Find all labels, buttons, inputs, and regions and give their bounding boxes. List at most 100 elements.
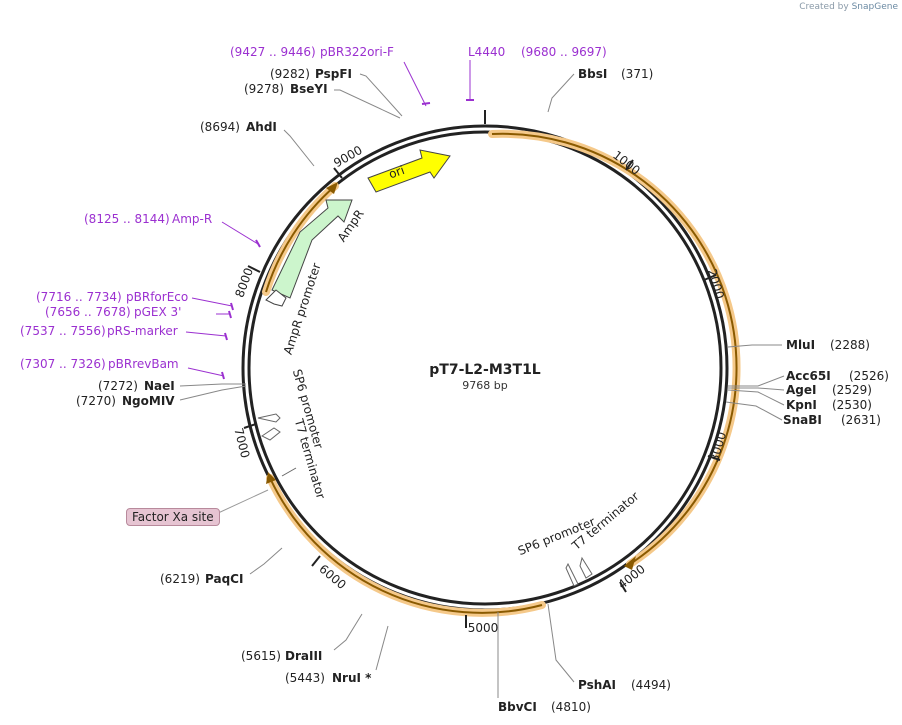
tick-mark-8000 bbox=[247, 265, 261, 273]
tick-mark-6000 bbox=[311, 555, 321, 567]
primer-name-pbrforeco: pBRforEco bbox=[126, 290, 188, 304]
ori-feature bbox=[367, 149, 451, 193]
tick-label-9000: 9000 bbox=[331, 143, 364, 170]
site-pos-acc65i: (2526) bbox=[849, 369, 889, 383]
primer-leader-pbrrevbam bbox=[187, 367, 225, 377]
snapgene-credit: Created by SnapGene bbox=[799, 2, 898, 12]
site-pos-snabi: (2631) bbox=[841, 413, 881, 427]
primer-range-pgex3: (7656 .. 7678) bbox=[45, 305, 131, 319]
site-name-mlui: MluI bbox=[786, 338, 815, 352]
orf-bottom-line bbox=[269, 477, 543, 614]
orf-right-arrowhead bbox=[624, 556, 636, 570]
t7-right-arrow bbox=[579, 556, 593, 579]
site-pos-pspfi: (9282) bbox=[270, 67, 310, 81]
site-leader-ngomiv bbox=[179, 385, 247, 401]
primer-range-pbr322ori: (9427 .. 9446) bbox=[230, 45, 316, 59]
t7-left-terminator-mark bbox=[281, 467, 297, 477]
primer-leader-pbrforeco bbox=[191, 297, 233, 307]
ori-label: ori bbox=[387, 163, 406, 181]
restriction-sites: BbsI (371) MluI (2288) Acc65I (2526) Age… bbox=[76, 67, 889, 714]
site-name-ngomiv: NgoMIV bbox=[122, 394, 175, 408]
orf-right-line bbox=[491, 132, 738, 565]
site-name-naei: NaeI bbox=[144, 379, 175, 393]
factor-xa-leader bbox=[215, 489, 269, 515]
site-leader-draiii bbox=[333, 613, 363, 651]
site-leader-kpni bbox=[727, 389, 785, 406]
primer-range-l4440: (9680 .. 9697) bbox=[521, 45, 607, 59]
snapgene-logo: SnapGene bbox=[851, 2, 898, 12]
primer-sites: (9427 .. 9446) pBR322ori-F L4440 (9680 .… bbox=[20, 45, 607, 380]
site-leader-snabi bbox=[725, 401, 783, 421]
site-pos-paqci: (6219) bbox=[160, 572, 200, 586]
credit-prefix: Created by bbox=[799, 2, 849, 12]
ampr-promoter-arrow bbox=[265, 289, 287, 307]
orf-bottom-glow bbox=[266, 474, 546, 617]
primer-leader-prsmarker bbox=[185, 331, 227, 337]
site-pos-naei: (7272) bbox=[98, 379, 138, 393]
site-name-pspfi: PspFI bbox=[315, 67, 352, 81]
site-name-draiii: DraIII bbox=[285, 649, 322, 663]
site-name-ahdi: AhdI bbox=[246, 120, 277, 134]
tick-label-7000: 7000 bbox=[231, 427, 252, 460]
site-name-bbvci: BbvCI bbox=[498, 700, 537, 714]
site-leader-paqci bbox=[249, 547, 283, 575]
primer-mark-pbr322ori bbox=[421, 102, 431, 105]
plasmid-size: 9768 bp bbox=[462, 379, 507, 392]
site-leader-acc65i bbox=[728, 375, 785, 387]
primer-range-pbrforeco: (7716 .. 7734) bbox=[36, 290, 122, 304]
sp6-left-arrow bbox=[257, 413, 281, 423]
site-name-kpni: KpnI bbox=[786, 398, 817, 412]
site-pos-kpni: (2530) bbox=[832, 398, 872, 412]
primer-name-pbrrevbam: pBRrevBam bbox=[108, 357, 179, 371]
site-name-paqci: PaqCI bbox=[205, 572, 243, 586]
primer-leader-pbr322ori bbox=[403, 61, 427, 107]
site-leader-pspfi bbox=[359, 73, 403, 117]
scale-ticks: 1000 2000 3000 4000 5000 6000 7000 8000 … bbox=[231, 143, 729, 635]
primer-name-pgex3: pGEX 3' bbox=[134, 305, 181, 319]
site-pos-draiii: (5615) bbox=[241, 649, 281, 663]
tick-mark-1000 bbox=[625, 159, 634, 171]
site-name-agei: AgeI bbox=[786, 383, 816, 397]
tick-mark-2000 bbox=[703, 274, 717, 281]
site-pos-pshai: (4494) bbox=[631, 678, 671, 692]
site-pos-agei: (2529) bbox=[832, 383, 872, 397]
sp6-right-arrow bbox=[565, 562, 579, 587]
site-leader-mlui bbox=[727, 344, 782, 348]
site-name-bseyi: BseYI bbox=[290, 82, 328, 96]
site-leader-pshai bbox=[547, 603, 575, 683]
site-leader-agei bbox=[728, 387, 785, 391]
primer-leader-ampr bbox=[221, 221, 259, 245]
orf-left-arrowhead bbox=[326, 182, 338, 194]
site-pos-bseyi: (9278) bbox=[244, 82, 284, 96]
site-name-snabi: SnaBI bbox=[783, 413, 822, 427]
tick-mark-3000 bbox=[707, 455, 721, 461]
primer-range-pbrrevbam: (7307 .. 7326) bbox=[20, 357, 106, 371]
site-name-acc65i: Acc65I bbox=[786, 369, 831, 383]
orf-arcs bbox=[262, 129, 741, 617]
site-pos-nrui: (5443) bbox=[285, 671, 325, 685]
orf-bottom-arrowhead bbox=[266, 472, 276, 484]
site-pos-ngomiv: (7270) bbox=[76, 394, 116, 408]
primer-mark-pbrforeco bbox=[230, 302, 234, 311]
primer-mark-pbrrevbam bbox=[221, 371, 225, 380]
site-name-bbsi: BbsI bbox=[578, 67, 607, 81]
ampr-feature bbox=[271, 199, 353, 299]
site-name-pshai: PshAI bbox=[578, 678, 616, 692]
primer-name-prsmarker: pRS-marker bbox=[107, 324, 178, 338]
site-pos-bbsi: (371) bbox=[621, 67, 653, 81]
site-pos-bbvci: (4810) bbox=[551, 700, 591, 714]
primer-mark-ampr bbox=[255, 239, 261, 248]
site-leader-ahdi bbox=[283, 129, 315, 167]
tick-label-8000: 8000 bbox=[232, 266, 256, 299]
site-pos-mlui: (2288) bbox=[830, 338, 870, 352]
t7-left-arrow bbox=[261, 427, 281, 441]
primer-range-ampr: (8125 .. 8144) bbox=[84, 212, 170, 226]
tick-mark-7000 bbox=[243, 423, 257, 429]
tick-mark-4000 bbox=[619, 581, 627, 593]
primer-mark-prsmarker bbox=[224, 332, 228, 341]
site-leader-bseyi bbox=[334, 89, 401, 119]
tick-mark-9000 bbox=[333, 167, 343, 179]
primer-name-pbr322ori: pBR322ori-F bbox=[320, 45, 394, 59]
site-leader-naei bbox=[179, 383, 246, 387]
